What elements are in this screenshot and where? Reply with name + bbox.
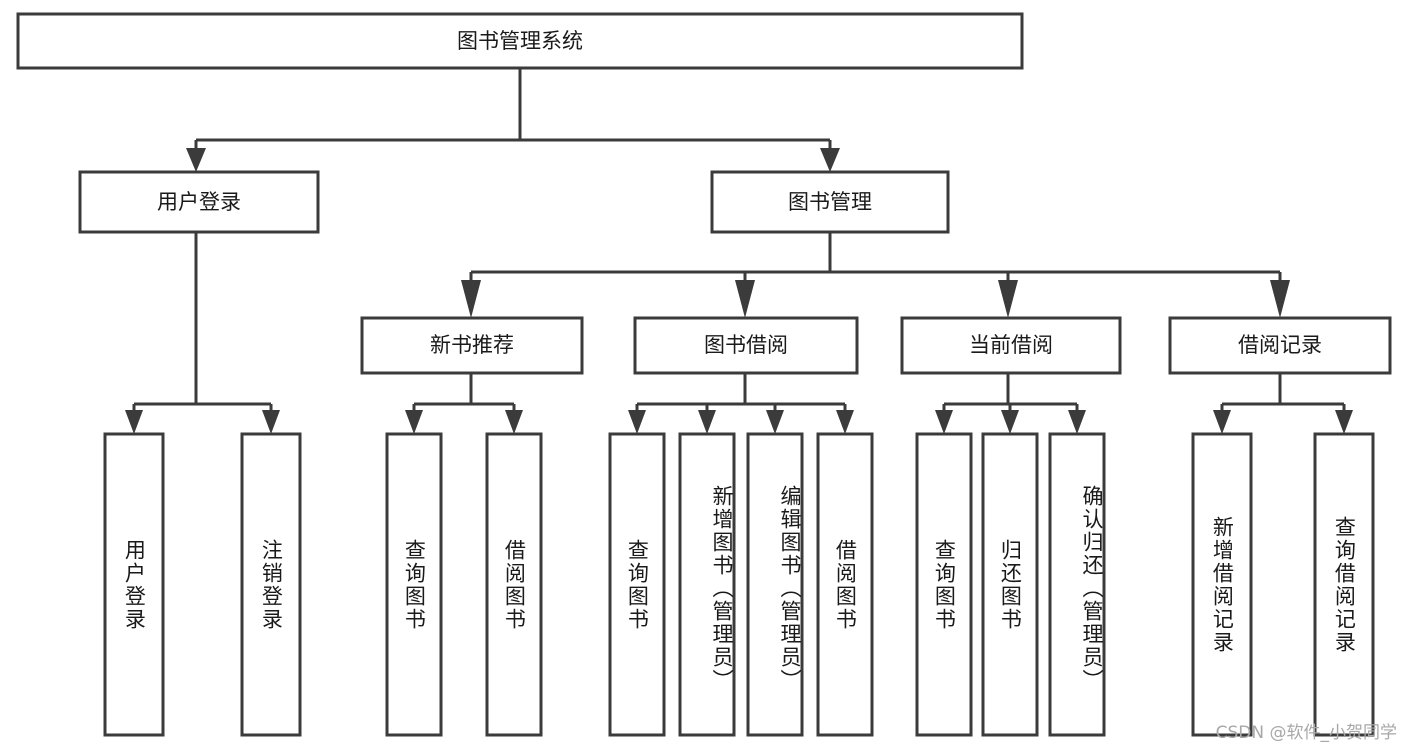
node-new-book-rec-label: 新书推荐	[430, 333, 514, 357]
arrowhead-borrow-record	[1270, 280, 1290, 318]
connector-group-new-book	[405, 373, 523, 434]
node-leaf-new-book-1[interactable]	[385, 432, 443, 737]
node-borrow-record-label: 借阅记录	[1238, 333, 1322, 357]
node-leaf-new-book-2[interactable]	[485, 432, 543, 737]
arrowhead-leaf-cb2	[1001, 410, 1019, 434]
node-book-manage[interactable]	[710, 170, 950, 234]
connector-group-borrow-record	[1213, 373, 1353, 434]
arrowhead-leaf-br1	[1213, 410, 1231, 434]
arrowhead-leaf-ul1	[125, 410, 143, 434]
node-book-manage-label: 图书管理	[788, 190, 872, 214]
node-book-borrow-label: 图书借阅	[704, 333, 788, 357]
node-leaf-book-borrow-3[interactable]	[746, 432, 804, 737]
arrowhead-leaf-ul2	[262, 410, 280, 434]
node-root-label: 图书管理系统	[457, 29, 583, 53]
node-leaf-user-login-2[interactable]	[240, 432, 302, 737]
node-leaf-current-borrow-1[interactable]	[915, 432, 973, 737]
node-current-borrow-label: 当前借阅	[969, 333, 1053, 357]
node-new-book-rec[interactable]	[360, 316, 584, 375]
node-leaf-current-borrow-3[interactable]	[1048, 432, 1106, 737]
connector-group-user-login	[125, 232, 280, 434]
node-leaf-current-borrow-2[interactable]	[981, 432, 1039, 737]
arrowhead-current-borrow	[998, 280, 1018, 318]
connector-group-book-borrow	[628, 373, 854, 434]
arrowhead-leaf-bb3	[766, 410, 784, 434]
node-borrow-record[interactable]	[1168, 316, 1392, 375]
arrowhead-leaf-nb2	[505, 410, 523, 434]
arrowhead-user-login	[186, 148, 206, 172]
node-leaf-borrow-record-2[interactable]	[1313, 432, 1375, 737]
node-current-borrow[interactable]	[900, 316, 1122, 375]
arrowhead-new-book	[461, 280, 481, 318]
arrowhead-book-manage	[820, 148, 840, 172]
connector-group-root	[186, 68, 840, 172]
node-leaf-borrow-record-1[interactable]	[1191, 432, 1253, 737]
node-leaf-book-borrow-1[interactable]	[608, 432, 666, 737]
csdn-watermark: CSDN @软件_小贺同学	[1215, 723, 1397, 743]
node-leaf-user-login-1[interactable]	[103, 432, 165, 737]
arrowhead-leaf-nb1	[405, 410, 423, 434]
arrowhead-book-borrow	[735, 280, 755, 318]
arrowhead-leaf-cb3	[1068, 410, 1086, 434]
arrowhead-leaf-br2	[1335, 410, 1353, 434]
connector-group-book-manage	[461, 232, 1290, 318]
arrowhead-leaf-bb1	[628, 410, 646, 434]
node-user-login-label: 用户登录	[157, 190, 241, 214]
arrowhead-leaf-cb1	[935, 410, 953, 434]
node-book-borrow[interactable]	[633, 316, 859, 375]
arrowhead-leaf-bb4	[836, 410, 854, 434]
node-user-login[interactable]	[78, 170, 320, 234]
node-leaf-book-borrow-4[interactable]	[816, 432, 874, 737]
node-root[interactable]	[16, 12, 1024, 70]
node-leaf-book-borrow-2[interactable]	[678, 432, 736, 737]
connector-group-current-borrow	[935, 373, 1086, 434]
arrowhead-leaf-bb2	[698, 410, 716, 434]
